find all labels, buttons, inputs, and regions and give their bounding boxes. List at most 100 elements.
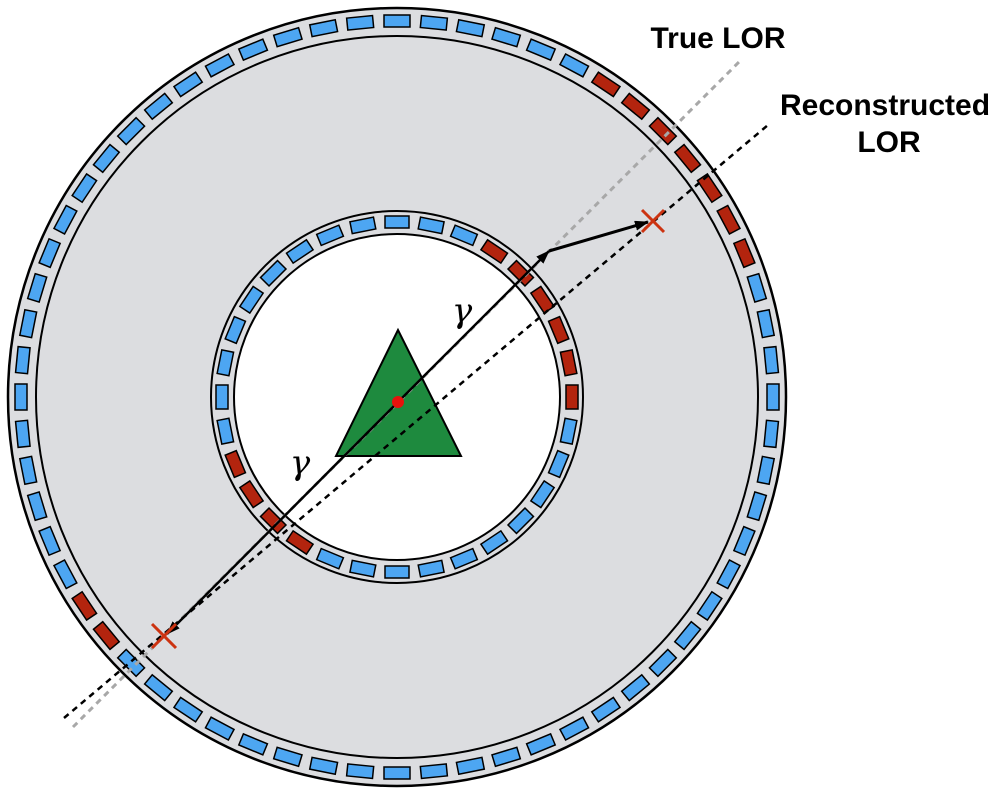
inner-ring-crystal xyxy=(285,238,315,265)
inner-ring-hit-crystal xyxy=(506,259,535,288)
inner-ring-crystal xyxy=(479,529,509,556)
outer-ring-crystal xyxy=(673,620,702,651)
outer-ring-crystal xyxy=(696,590,723,622)
inner-ring-crystal xyxy=(417,216,445,235)
inner-crystal-group xyxy=(215,215,579,579)
inner-ring-crystal xyxy=(547,449,570,479)
inner-ring-crystal xyxy=(238,285,265,315)
inner-ring-hit-crystal xyxy=(238,479,265,509)
outer-ring-crystal xyxy=(172,696,204,723)
inner-ring-hit-crystal xyxy=(259,506,288,535)
outer-ring-crystal xyxy=(763,345,780,375)
outer-ring-crystal xyxy=(272,746,303,768)
outer-ring-crystal xyxy=(716,558,742,590)
outer-ring-crystal xyxy=(237,732,269,756)
gamma-label-lower: γ xyxy=(290,443,311,483)
inner-ring-hit-crystal xyxy=(565,384,579,410)
inner-ring-crystal xyxy=(216,349,235,377)
inner-ring-hit-crystal xyxy=(559,349,578,377)
outer-ring-crystal xyxy=(732,525,756,557)
outer-ring-crystal xyxy=(590,696,622,723)
outer-ring-crystal xyxy=(14,345,31,375)
outer-ring-crystal xyxy=(116,116,146,146)
inner-ring-crystal xyxy=(506,506,535,535)
outer-ring-crystal xyxy=(143,673,174,702)
outer-ring-crystal xyxy=(18,455,38,486)
inner-ring-crystal xyxy=(215,384,229,410)
outer-ring-crystal xyxy=(52,204,78,236)
outer-ring-crystal xyxy=(172,71,204,98)
reconstructed-lor-label-line1: Reconstructed xyxy=(780,89,990,122)
outer-ring-hit-crystal xyxy=(590,71,622,98)
outer-ring-crystal xyxy=(272,26,303,48)
inner-ring-hit-crystal xyxy=(479,238,509,265)
gamma-ray-upper-arrow xyxy=(397,250,550,403)
outer-ring-crystal xyxy=(746,491,768,522)
outer-ring-hit-crystal xyxy=(696,172,723,204)
source-triangle-icon xyxy=(334,327,463,457)
outer-ring-crystal xyxy=(345,14,375,31)
outer-ring-crystal xyxy=(14,419,31,449)
outer-ring-crystal xyxy=(756,308,776,339)
outer-ring-crystal xyxy=(763,419,780,449)
outer-ring-crystal xyxy=(308,756,339,776)
outer-ring-crystal xyxy=(419,763,449,780)
outer-ring-hit-crystal xyxy=(92,620,121,651)
outer-ring-crystal xyxy=(204,52,236,78)
inner-ring-crystal xyxy=(224,315,247,345)
outer-ring-crystal xyxy=(746,272,768,303)
inner-ring-crystal xyxy=(315,224,345,247)
outer-ring-crystal xyxy=(71,172,98,204)
outer-ring-hit-crystal xyxy=(71,590,98,622)
outer-ring-crystal xyxy=(308,18,339,38)
inner-ring-crystal xyxy=(349,216,377,235)
outer-ring-hit-crystal xyxy=(648,116,678,146)
outer-ring-crystal xyxy=(38,525,62,557)
outer-ring-crystal xyxy=(204,716,236,742)
inner-ring-crystal xyxy=(417,559,445,578)
outer-ring-hit-crystal xyxy=(673,143,702,174)
outer-ring-crystal xyxy=(491,26,522,48)
outer-ring-crystal xyxy=(26,491,48,522)
inner-ring-crystal xyxy=(259,259,288,288)
outer-ring-crystal xyxy=(620,673,651,702)
outer-ring-crystal xyxy=(558,52,590,78)
outer-ring-crystal xyxy=(345,763,375,780)
outer-ring-hit-crystal xyxy=(620,92,651,121)
inner-ring-crystal xyxy=(384,565,410,579)
outer-ring-crystal xyxy=(143,92,174,121)
inner-ring-outer-line xyxy=(210,210,584,584)
inner-ring-crystal xyxy=(529,479,556,509)
inner-ring-hit-crystal xyxy=(285,529,315,556)
scatter-arrow xyxy=(548,220,649,253)
outer-ring-crystal xyxy=(26,272,48,303)
inner-ring-hit-crystal xyxy=(224,449,247,479)
outer-ring-crystal xyxy=(558,716,590,742)
outer-ring-inner-line xyxy=(35,35,759,759)
outer-crystal-group xyxy=(14,14,780,780)
reconstructed-lor-label-line2: LOR xyxy=(857,126,921,159)
inner-ring-crystal xyxy=(216,417,235,445)
outer-ring-crystal xyxy=(525,732,557,756)
outer-ring-crystal xyxy=(38,237,62,269)
annihilation-point-icon xyxy=(392,396,404,408)
true-lor-label: True LOR xyxy=(650,22,785,55)
outer-ring-crystal xyxy=(455,18,486,38)
outer-ring-hit-crystal xyxy=(716,204,742,236)
outer-ring-crystal xyxy=(14,383,28,411)
outer-ring-crystal xyxy=(455,756,486,776)
inner-ring-hit-crystal xyxy=(547,315,570,345)
outer-ring-crystal xyxy=(756,455,776,486)
inner-ring-crystal xyxy=(384,215,410,229)
interaction-x-icon-lower xyxy=(150,622,178,650)
outer-ring-crystal xyxy=(383,766,411,780)
inner-ring-crystal xyxy=(449,224,479,247)
inner-ring-crystal xyxy=(315,547,345,570)
outer-ring-crystal xyxy=(18,308,38,339)
outer-ring-crystal xyxy=(237,38,269,62)
interaction-x-icon-upper xyxy=(640,208,666,234)
gamma-ray-lower-arrow xyxy=(166,401,399,635)
outer-ring-crystal xyxy=(419,14,449,31)
outer-ring-crystal xyxy=(52,558,78,590)
